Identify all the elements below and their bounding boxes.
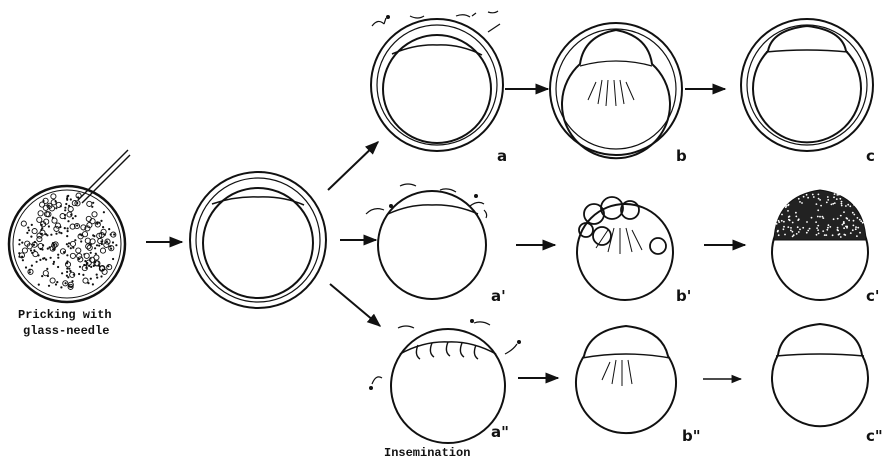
label-a-double-prime: a": [491, 424, 509, 440]
caption-pricking-line1: Pricking with: [18, 308, 112, 322]
egg-membrane-lifted: [190, 172, 326, 308]
label-c-double-prime: c": [866, 428, 883, 444]
arrow-to-a: [328, 142, 378, 190]
caption-pricking-line2: glass-needle: [23, 324, 109, 338]
egg-c-double-prime: [772, 324, 868, 426]
label-c: c: [866, 148, 875, 164]
egg-a-prime: [366, 184, 487, 299]
egg-b-double-prime: [576, 326, 676, 433]
egg-b: [550, 23, 682, 158]
glass-needle: [78, 150, 128, 200]
arrow-to-a2: [330, 284, 380, 326]
egg-c-prime: [772, 190, 868, 300]
egg-c: [741, 19, 873, 151]
egg-a: [371, 11, 503, 151]
label-b-prime: b': [676, 288, 691, 304]
egg-b-prime: [577, 197, 673, 300]
label-b-double-prime: b": [682, 428, 701, 444]
label-a: a: [497, 148, 507, 164]
label-b: b: [676, 148, 687, 164]
label-c-prime: c': [866, 288, 879, 304]
pricked-egg: [9, 150, 130, 302]
label-a-prime: a': [491, 288, 506, 304]
caption-insemination: Insemination: [384, 446, 470, 460]
